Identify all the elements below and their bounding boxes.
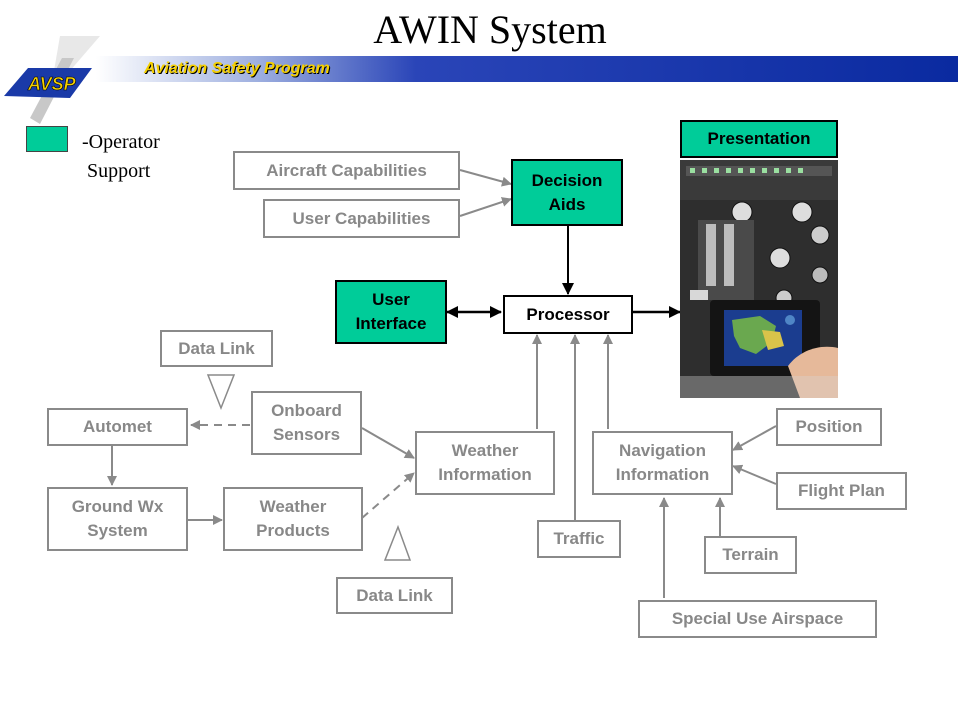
data-link-top-box: Data Link xyxy=(160,330,273,367)
decision-aids-box: Decision Aids xyxy=(511,159,623,226)
presentation-box: Presentation xyxy=(680,120,838,158)
weather-products-box: Weather Products xyxy=(223,487,363,551)
weather-information-box: Weather Information xyxy=(415,431,555,495)
flight-plan-box: Flight Plan xyxy=(776,472,907,510)
data-link-bottom-box: Data Link xyxy=(336,577,453,614)
user-capabilities-box: User Capabilities xyxy=(263,199,460,238)
avsp-logo: AVSP xyxy=(4,36,100,124)
legend-swatch xyxy=(26,126,68,152)
logo-text: AVSP xyxy=(27,74,77,94)
terrain-box: Terrain xyxy=(704,536,797,574)
cockpit-photo xyxy=(680,160,838,398)
position-box: Position xyxy=(776,408,882,446)
onboard-sensors-box: Onboard Sensors xyxy=(251,391,362,455)
special-use-airspace-box: Special Use Airspace xyxy=(638,600,877,638)
ground-wx-system-box: Ground Wx System xyxy=(47,487,188,551)
automet-box: Automet xyxy=(47,408,188,446)
navigation-information-box: Navigation Information xyxy=(592,431,733,495)
aircraft-capabilities-box: Aircraft Capabilities xyxy=(233,151,460,190)
processor-box: Processor xyxy=(503,295,633,334)
traffic-box: Traffic xyxy=(537,520,621,558)
program-banner xyxy=(96,56,958,82)
program-name: Aviation Safety Program xyxy=(144,60,330,77)
user-interface-box: User Interface xyxy=(335,280,447,344)
legend-label: -Operator Support xyxy=(82,131,160,182)
page-title: AWIN System xyxy=(373,7,607,52)
